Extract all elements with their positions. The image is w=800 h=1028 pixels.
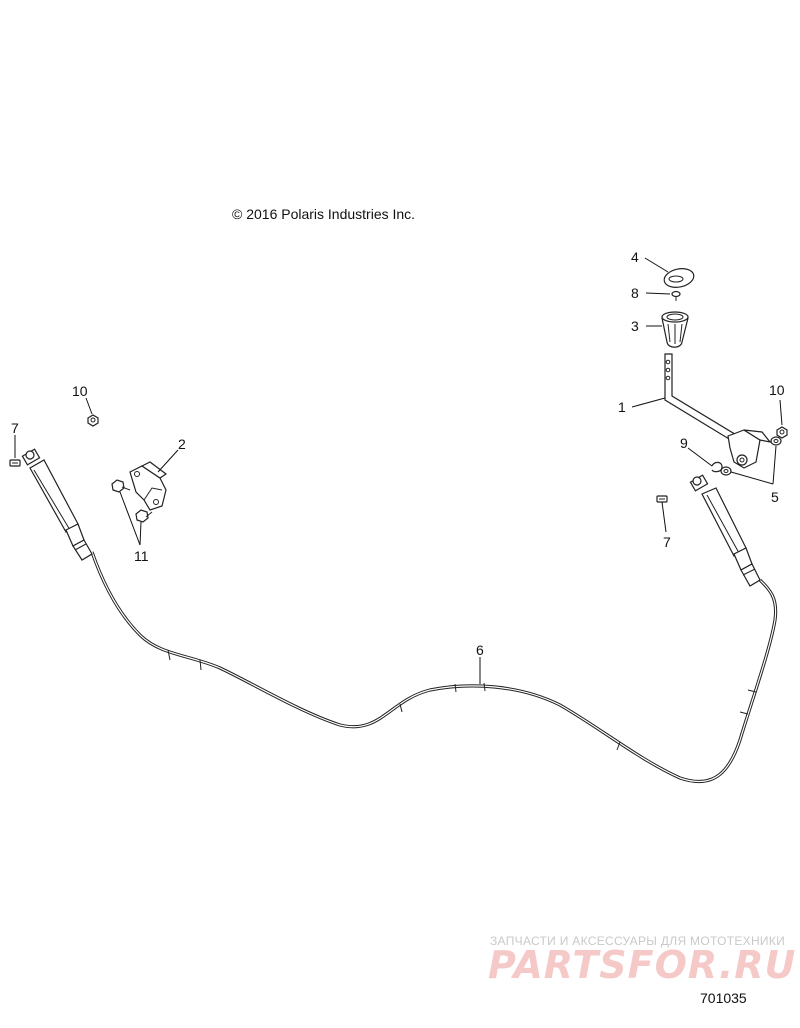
nut-left: [87, 414, 99, 427]
callout-5: 5: [771, 489, 779, 505]
left-cable-end: [21, 448, 93, 561]
callout-4: 4: [631, 249, 639, 265]
cable-assembly: [90, 551, 778, 784]
callout-3: 3: [631, 318, 639, 334]
callout-11: 11: [134, 548, 149, 564]
right-cable-end: [689, 474, 761, 587]
clip-right: [656, 495, 668, 503]
knob-cap: [663, 268, 695, 288]
callout-10-right: 10: [769, 382, 785, 398]
callout-8: 8: [631, 285, 639, 301]
callout-6: 6: [476, 642, 484, 658]
shift-knob: [661, 311, 689, 348]
washers: [720, 436, 782, 476]
leader-lines: [14, 257, 783, 684]
watermark-logo: PARTSFOR.RU: [488, 943, 796, 987]
watermark-caption: ЗАПЧАСТИ И АКСЕССУАРЫ ДЛЯ МОТОТЕХНИКИ: [490, 934, 785, 948]
callout-10-left: 10: [72, 383, 88, 399]
screw: [671, 290, 681, 301]
nut-right: [776, 426, 788, 439]
bolt-upper: [111, 479, 131, 493]
retaining-clip: [711, 461, 723, 473]
callout-7-right: 7: [663, 534, 671, 550]
callout-7-left: 7: [11, 420, 19, 436]
callout-9: 9: [680, 435, 688, 451]
clip-left: [9, 459, 21, 467]
callout-2: 2: [178, 436, 186, 452]
figure-number: 701035: [700, 990, 747, 1006]
mounting-bracket: [129, 461, 168, 511]
callout-1: 1: [618, 399, 626, 415]
shift-lever: [664, 353, 772, 469]
copyright-text: © 2016 Polaris Industries Inc.: [232, 206, 415, 222]
bolt-lower: [135, 509, 153, 523]
